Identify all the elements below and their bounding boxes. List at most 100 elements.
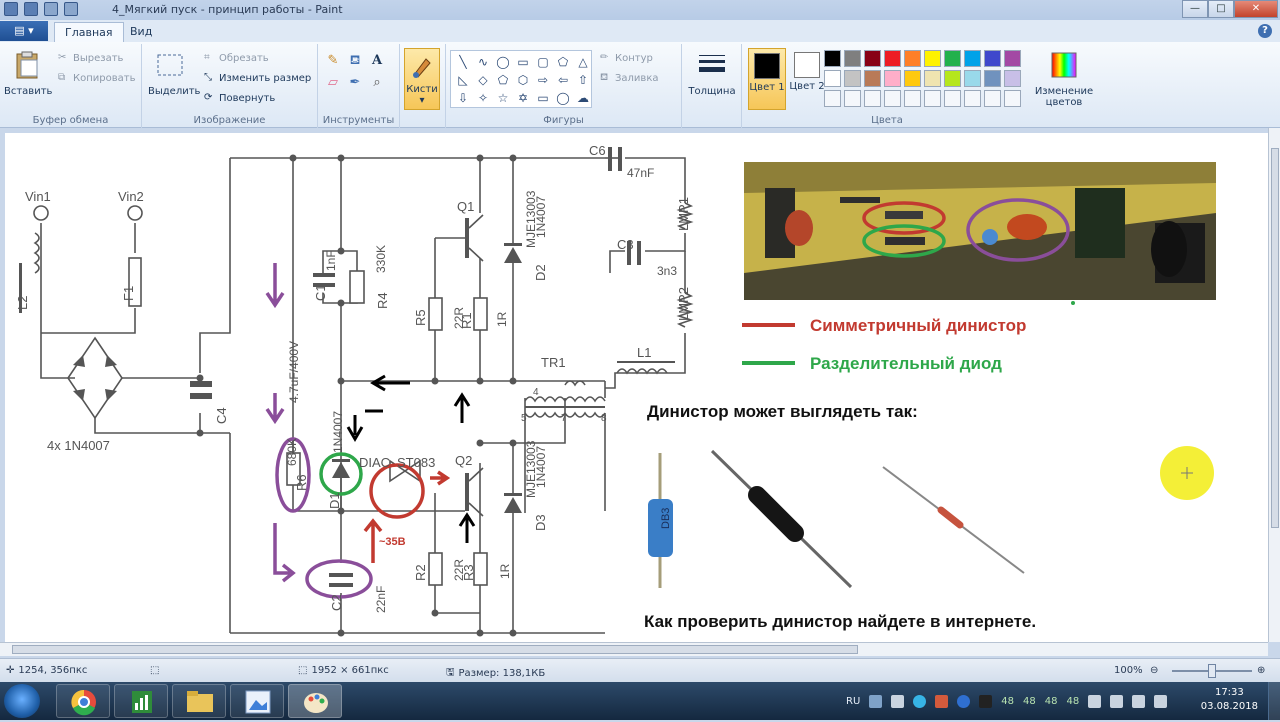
custom-color-slot[interactable] — [824, 90, 841, 107]
clock[interactable]: 17:33 03.08.2018 — [1201, 686, 1258, 714]
palette-swatch-5[interactable] — [904, 50, 921, 67]
arrow-left-shape-icon[interactable]: ⇦ — [557, 73, 569, 87]
drawing-canvas[interactable]: Vin1 Vin2 L2 F1 4x 1N4007 C4 4.7uF/400V … — [5, 133, 1268, 642]
tray-update-icon[interactable] — [957, 694, 971, 708]
oval-shape-icon[interactable]: ◯ — [496, 55, 510, 69]
cloud-shape-icon[interactable]: ☁ — [577, 91, 589, 105]
color2-button[interactable]: Цвет 2 — [788, 48, 826, 110]
palette-swatch-4[interactable] — [884, 50, 901, 67]
pencil-icon[interactable]: ✎ — [327, 53, 339, 68]
maximize-button[interactable]: □ — [1208, 0, 1234, 18]
undo-icon[interactable] — [44, 2, 58, 16]
callout-oval-shape-icon[interactable]: ◯ — [556, 91, 570, 105]
palette-swatch-7[interactable] — [944, 50, 961, 67]
select-button[interactable]: Выделить — [148, 50, 200, 97]
triangle-shape-icon[interactable]: △ — [578, 55, 588, 69]
pentagon-shape-icon[interactable]: ⬠ — [497, 73, 509, 87]
copy-button[interactable]: ⧉Копировать — [58, 72, 135, 84]
taskbar-image-viewer[interactable] — [230, 684, 284, 718]
arrow-up-shape-icon[interactable]: ⇧ — [577, 73, 589, 87]
custom-color-slot[interactable] — [1004, 90, 1021, 107]
horizontal-scrollbar[interactable] — [0, 642, 1268, 656]
custom-color-slot[interactable] — [904, 90, 921, 107]
tray-monitor-icon[interactable] — [979, 694, 993, 708]
resize-button[interactable]: ⤡Изменить размер — [204, 72, 311, 84]
custom-color-slot[interactable] — [944, 90, 961, 107]
palette-swatch-9[interactable] — [984, 50, 1001, 67]
tray-display-icon[interactable] — [1110, 694, 1124, 708]
color1-button[interactable]: Цвет 1 — [748, 48, 786, 110]
star6-shape-icon[interactable]: ✡ — [517, 91, 529, 105]
palette-swatch-18[interactable] — [964, 70, 981, 87]
zoom-in-button[interactable]: ⊕ — [1257, 665, 1266, 676]
palette-swatch-3[interactable] — [864, 50, 881, 67]
rotate-button[interactable]: ⟳Повернуть — [204, 92, 275, 104]
right-triangle-shape-icon[interactable]: ◺ — [458, 73, 468, 87]
custom-color-slot[interactable] — [844, 90, 861, 107]
arrow-right-shape-icon[interactable]: ⇨ — [537, 73, 549, 87]
star5-shape-icon[interactable]: ☆ — [497, 91, 509, 105]
palette-swatch-14[interactable] — [884, 70, 901, 87]
outline-button[interactable]: ✏Контур — [600, 52, 653, 64]
paint-menu-button[interactable]: ▤ ▾ — [0, 21, 48, 41]
custom-color-slot[interactable] — [864, 90, 881, 107]
vertical-scroll-thumb[interactable] — [1271, 148, 1279, 528]
language-indicator[interactable]: RU — [846, 695, 861, 707]
palette-swatch-12[interactable] — [844, 70, 861, 87]
palette-swatch-16[interactable] — [924, 70, 941, 87]
taskbar-app-chart[interactable] — [114, 684, 168, 718]
color-picker-icon[interactable]: ✒ — [349, 75, 361, 90]
tray-app-icon[interactable] — [869, 694, 883, 708]
hexagon-shape-icon[interactable]: ⬡ — [517, 73, 529, 87]
save-icon[interactable] — [24, 2, 38, 16]
redo-icon[interactable] — [64, 2, 78, 16]
custom-color-slot[interactable] — [884, 90, 901, 107]
tray-skype-icon[interactable] — [913, 694, 927, 708]
tray-network-bars-icon[interactable] — [1132, 694, 1146, 708]
star4-shape-icon[interactable]: ✧ — [477, 91, 489, 105]
palette-swatch-13[interactable] — [864, 70, 881, 87]
custom-color-slot[interactable] — [984, 90, 1001, 107]
tray-volume-icon[interactable] — [1154, 694, 1168, 708]
palette-swatch-2[interactable] — [844, 50, 861, 67]
tray-antivirus-icon[interactable] — [935, 694, 949, 708]
palette-swatch-19[interactable] — [984, 70, 1001, 87]
fill-bucket-icon[interactable]: ⛾ — [349, 53, 361, 68]
custom-color-slot[interactable] — [924, 90, 941, 107]
curve-shape-icon[interactable]: ∿ — [477, 55, 489, 69]
eraser-icon[interactable]: ▱ — [328, 75, 338, 90]
brushes-button[interactable]: Кисти ▾ — [404, 48, 440, 110]
tray-flag-icon[interactable] — [1088, 694, 1102, 708]
tab-view[interactable]: Вид — [130, 25, 153, 38]
show-desktop-button[interactable] — [1268, 682, 1280, 720]
zoom-slider-knob[interactable] — [1208, 664, 1216, 678]
close-button[interactable]: ✕ — [1234, 0, 1278, 18]
palette-swatch-8[interactable] — [964, 50, 981, 67]
paste-button[interactable]: Вставить — [4, 50, 52, 97]
tray-network-icon[interactable] — [891, 694, 905, 708]
palette-swatch-17[interactable] — [944, 70, 961, 87]
edit-colors-button[interactable]: Изменение цветов — [1034, 50, 1094, 108]
palette-swatch-15[interactable] — [904, 70, 921, 87]
palette-swatch-6[interactable] — [924, 50, 941, 67]
palette-swatch-20[interactable] — [1004, 70, 1021, 87]
taskbar-chrome[interactable] — [56, 684, 110, 718]
paint-app-icon[interactable] — [4, 2, 18, 16]
palette-swatch-10[interactable] — [1004, 50, 1021, 67]
minimize-button[interactable]: — — [1182, 0, 1208, 18]
arrow-down-shape-icon[interactable]: ⇩ — [457, 91, 469, 105]
start-button[interactable] — [4, 684, 40, 718]
size-button[interactable]: Толщина — [688, 50, 736, 97]
text-tool-icon[interactable]: A — [371, 53, 383, 68]
diamond-shape-icon[interactable]: ◇ — [478, 73, 488, 87]
polygon-shape-icon[interactable]: ⬠ — [557, 55, 569, 69]
vertical-scrollbar[interactable] — [1268, 128, 1280, 642]
cut-button[interactable]: ✂Вырезать — [58, 52, 123, 64]
callout-rect-shape-icon[interactable]: ▭ — [537, 91, 549, 105]
crop-button[interactable]: ⌗Обрезать — [204, 52, 269, 64]
custom-color-slot[interactable] — [964, 90, 981, 107]
palette-swatch-1[interactable] — [824, 50, 841, 67]
rounded-rect-shape-icon[interactable]: ▢ — [537, 55, 549, 69]
fill-button[interactable]: ⛾Заливка — [600, 72, 659, 84]
line-shape-icon[interactable]: ╲ — [459, 55, 467, 69]
